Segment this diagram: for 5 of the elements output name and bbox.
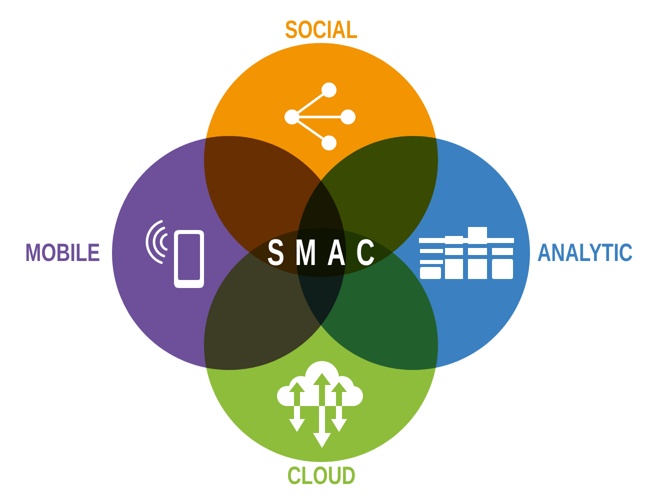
set-label: MOBILE: [26, 240, 100, 266]
set-label: CLOUD: [286, 464, 356, 488]
center-label: SMAC: [266, 234, 386, 270]
set-label: ANALYTIC: [537, 240, 633, 266]
set-label: SOCIAL: [284, 18, 358, 42]
